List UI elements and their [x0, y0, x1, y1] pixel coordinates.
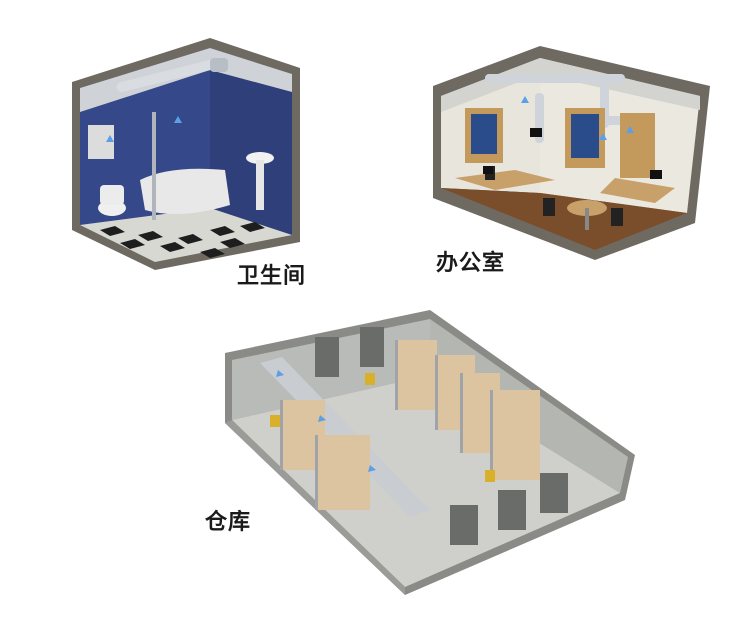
- office-illustration: [433, 46, 710, 260]
- warehouse-label: 仓库: [205, 510, 252, 535]
- warehouse-illustration: [225, 310, 635, 595]
- office-label: 办公室: [436, 251, 506, 276]
- bathroom-illustration: [72, 38, 300, 270]
- bathroom-label: 卫生间: [237, 264, 307, 289]
